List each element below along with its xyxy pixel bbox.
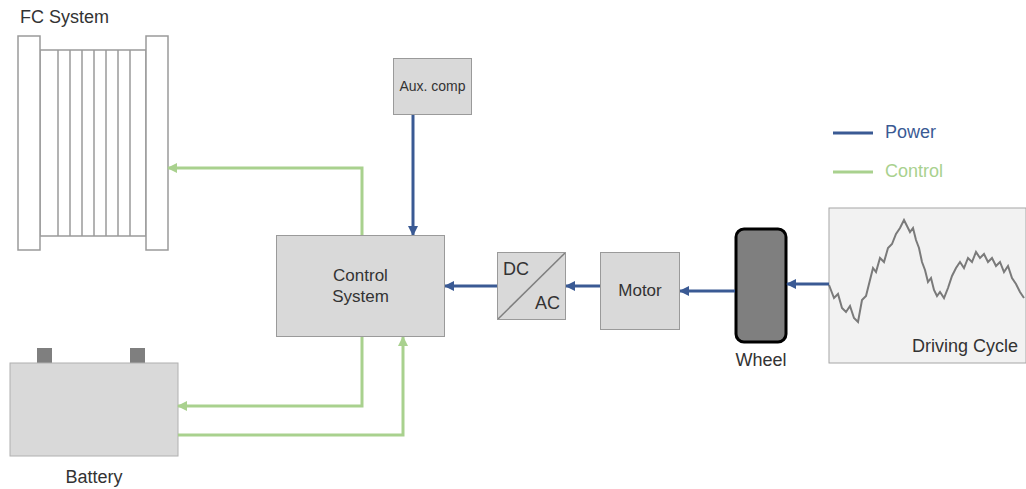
power-connector bbox=[680, 290, 735, 293]
wheel: Wheel bbox=[735, 228, 787, 373]
node-caption: Driving Cycle bbox=[912, 335, 1018, 358]
node-heading: FC System bbox=[20, 6, 109, 29]
diagonal-line bbox=[498, 253, 565, 319]
driving-cycle-panel: Driving Cycle bbox=[829, 208, 1026, 363]
power-connector bbox=[412, 115, 415, 235]
node-label: DC bbox=[503, 258, 529, 281]
node-label: Motor bbox=[618, 280, 661, 301]
control-box: Control System bbox=[276, 235, 445, 337]
legend-power-line bbox=[833, 132, 873, 135]
power-connector bbox=[787, 283, 829, 286]
control-connector bbox=[168, 168, 362, 235]
power-connector bbox=[445, 285, 497, 288]
driving-cycle-chart bbox=[829, 208, 1026, 363]
fuel-cell-system: FC System bbox=[18, 4, 168, 250]
legend-label: Control bbox=[885, 161, 943, 182]
node-label: AC bbox=[535, 292, 560, 315]
auxiliary-box: Aux. comp bbox=[393, 58, 472, 115]
motor-box: Motor bbox=[600, 252, 680, 330]
wheel-symbol bbox=[736, 229, 786, 342]
control-connector bbox=[178, 337, 362, 406]
node-label: Control System bbox=[321, 265, 401, 308]
converter-box: DC AC bbox=[497, 252, 566, 320]
power-connector bbox=[566, 285, 600, 288]
legend-label: Power bbox=[885, 122, 936, 143]
node-label: Aux. comp bbox=[399, 78, 465, 96]
node-caption: Wheel bbox=[735, 349, 786, 372]
control-connector bbox=[178, 337, 403, 435]
fuel-cell-stack bbox=[18, 36, 168, 250]
battery-symbol bbox=[10, 348, 178, 456]
battery: Battery bbox=[10, 348, 178, 486]
node-caption: Battery bbox=[65, 466, 122, 489]
legend-control-line bbox=[833, 171, 873, 174]
